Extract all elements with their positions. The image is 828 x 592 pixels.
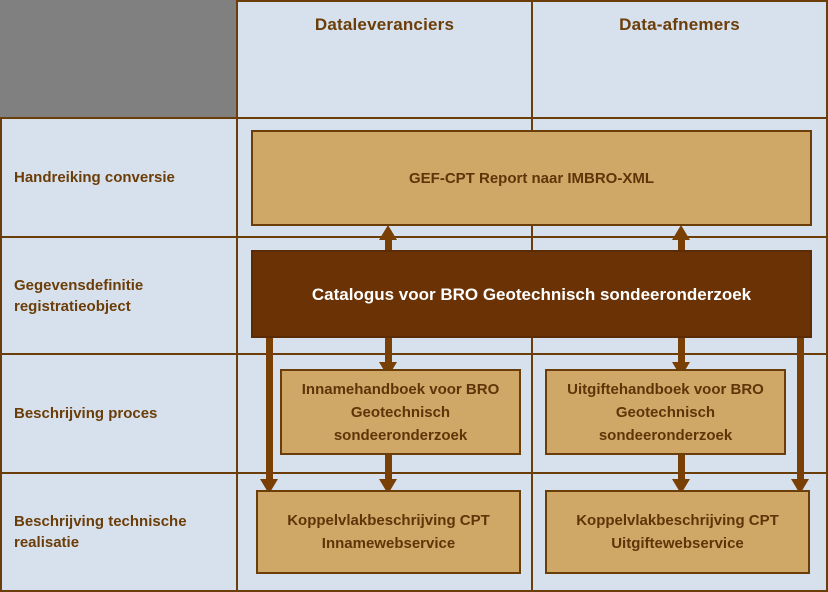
column-header-dataleveranciers-label: Dataleveranciers [314,15,455,34]
node-koppelvlak-inname[interactable]: Koppelvlakbeschrijving CPT Innamewebserv… [256,490,521,574]
node-gef-cpt-report-label: GEF-CPT Report naar IMBRO-XML [408,169,654,187]
row-label-handreiking-conversie: Handreiking conversie [14,119,228,236]
row-label-beschrijving-proces: Beschrijving proces [14,355,228,472]
node-koppelvlak-uitgifte[interactable]: Koppelvlakbeschrijving CPT Uitgiftewebse… [545,490,810,574]
frame-top-border [0,0,828,2]
column-header-data-afnemers: Data-afnemers [533,10,826,40]
row-separator-2 [0,236,828,238]
arrowhead-up-gefcpt-left [379,225,397,240]
row-label-gegevensdefinitie: Gegevensdefinitie registratieobject [14,238,228,353]
connector-uitgiftehandboek-to-koppelvlak [678,455,685,484]
frame-left-border [0,0,2,592]
row-separator-1 [0,117,828,119]
row-label-gegevensdefinitie-text: Gegevensdefinitie registratieobject [14,276,144,315]
column-separator-label [236,0,238,592]
connector-innamehandboek-to-koppelvlak [385,455,392,484]
node-uitgiftehandboek-label: Uitgiftehandboek voor BRO Geotechnisch s… [567,380,764,444]
node-koppelvlak-inname-label: Koppelvlakbeschrijving CPT Innamewebserv… [287,512,490,552]
node-gef-cpt-report[interactable]: GEF-CPT Report naar IMBRO-XML [251,130,812,226]
row-label-beschrijving-proces-text: Beschrijving proces [14,405,158,422]
row-separator-4 [0,472,828,474]
node-innamehandboek-label: Innamehandboek voor BRO Geotechnisch son… [301,380,500,444]
node-catalogus-label: Catalogus voor BRO Geotechnisch sondeero… [311,284,752,304]
row-label-beschrijving-technische-realisatie: Beschrijving technische realisatie [14,474,228,590]
arrowhead-up-gefcpt-right [672,225,690,240]
connector-catalogus-to-uitgiftehandboek [678,337,685,367]
row-label-beschrijving-technische-realisatie-text: Beschrijving technische realisatie [14,513,187,551]
node-uitgiftehandboek[interactable]: Uitgiftehandboek voor BRO Geotechnisch s… [545,369,786,455]
column-header-data-afnemers-label: Data-afnemers [619,15,740,34]
connector-catalogus-to-innamehandboek [385,337,392,367]
connector-catalogus-to-gefcpt-left [385,237,392,254]
node-koppelvlak-uitgifte-label: Koppelvlakbeschrijving CPT Uitgiftewebse… [576,512,779,552]
row-separator-3 [0,353,828,355]
connector-catalogus-to-koppelvlak-uitgifte-long [797,337,804,484]
connector-catalogus-to-koppelvlak-inname-long [266,337,273,484]
frame-bottom-border [0,590,828,592]
frame-right-border [826,0,828,592]
corner-block [0,0,237,118]
row-label-handreiking-conversie-text: Handreiking conversie [14,169,175,186]
connector-catalogus-to-gefcpt-right [678,237,685,254]
node-catalogus[interactable]: Catalogus voor BRO Geotechnisch sondeero… [251,250,812,338]
column-header-dataleveranciers: Dataleveranciers [238,10,531,40]
node-innamehandboek[interactable]: Innamehandboek voor BRO Geotechnisch son… [280,369,521,455]
